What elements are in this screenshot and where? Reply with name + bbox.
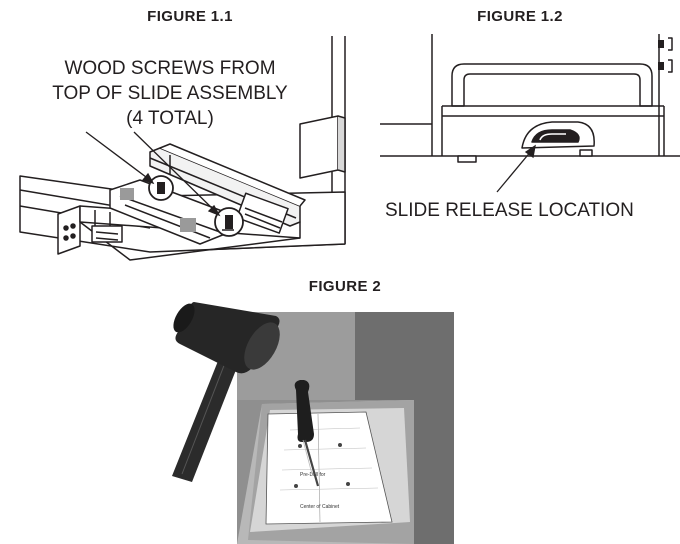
wood-screws-callout: WOOD SCREWS FROM TOP OF SLIDE ASSEMBLY (… (20, 56, 320, 131)
callout-line-1: WOOD SCREWS FROM (64, 58, 276, 79)
slide-release-callout: SLIDE RELEASE LOCATION (385, 200, 634, 221)
figure-1-1-drawing (19, 36, 346, 261)
cabinet-block (299, 115, 339, 179)
figure-1-1-title: FIGURE 1.1 (147, 8, 233, 25)
figure-2-title: FIGURE 2 (308, 278, 382, 295)
cabinet-right-wall (355, 312, 454, 544)
template-text-1: Pre-Drill for (300, 472, 326, 478)
cabinet-block-side (337, 115, 346, 173)
figure-1-2-drawing (380, 34, 680, 163)
callout-arrows (85, 131, 221, 217)
callout-line-3: (4 TOTAL) (126, 108, 214, 129)
screwdriver-icon (294, 380, 320, 487)
drawer-handle-cutout (451, 63, 653, 107)
figure-2-drawing: Pre-Drill for Center of Cabinet (172, 302, 454, 544)
side-bracket (57, 205, 81, 255)
callout-line-2: TOP OF SLIDE ASSEMBLY (52, 83, 288, 104)
slide-release-arrow (496, 144, 536, 193)
figure-1-2-title: FIGURE 1.2 (477, 8, 563, 25)
mallet-icon (172, 302, 280, 482)
drilling-template (265, 411, 393, 525)
template-text-2: Center of Cabinet (300, 504, 340, 510)
